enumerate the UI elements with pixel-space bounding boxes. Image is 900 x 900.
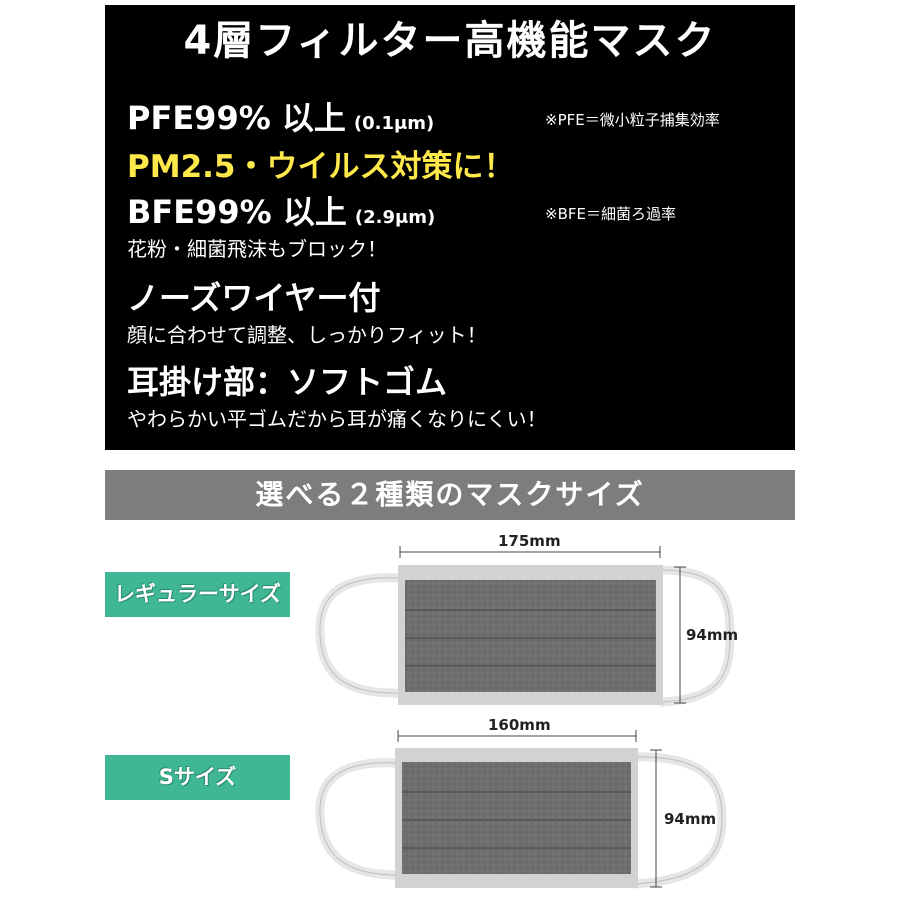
regular-mask-image xyxy=(315,546,735,707)
small-size-badge: Sサイズ xyxy=(105,755,290,800)
bfe-unit: (2.9μm) xyxy=(354,207,436,228)
pfe-spec: PFE99% 以上 (0.1μm) xyxy=(127,93,434,139)
bfe-note: ※BFE＝細菌ろ過率 xyxy=(545,205,676,223)
regular-size-badge: レギュラーサイズ xyxy=(105,572,290,617)
small-mask-image xyxy=(315,730,727,889)
small-width-label: 160mm xyxy=(488,716,551,734)
regular-height-label: 94mm xyxy=(686,626,739,644)
pfe-unit: (0.1μm) xyxy=(353,113,435,134)
nose-text: 顔に合わせて調整、しっかりフィット！ xyxy=(127,323,487,347)
ear-text: やわらかい平ゴムだから耳が痛くなりにくい！ xyxy=(127,407,547,431)
ear-title: 耳掛け部：ソフトゴム xyxy=(127,363,448,401)
block-text: 花粉・細菌飛沫もブロック！ xyxy=(127,237,387,261)
bfe-main: BFE99% 以上 xyxy=(127,193,347,231)
regular-width-label: 175mm xyxy=(498,532,561,550)
small-height-label: 94mm xyxy=(664,810,717,828)
pfe-main: PFE99% 以上 xyxy=(127,99,346,137)
pfe-note: ※PFE＝微小粒子捕集効率 xyxy=(545,111,720,129)
pm-line: PM2.5・ウイルス対策に！ xyxy=(127,149,515,185)
nose-title: ノーズワイヤー付 xyxy=(127,279,381,317)
bfe-spec: BFE99% 以上 (2.9μm) xyxy=(127,187,435,233)
headline: 4層フィルター高機能マスク xyxy=(183,18,717,64)
sizes-section-title: 選べる２種類のマスクサイズ xyxy=(105,470,795,520)
feature-panel: 4層フィルター高機能マスク PFE99% 以上 (0.1μm) ※PFE＝微小粒子… xyxy=(105,5,795,450)
